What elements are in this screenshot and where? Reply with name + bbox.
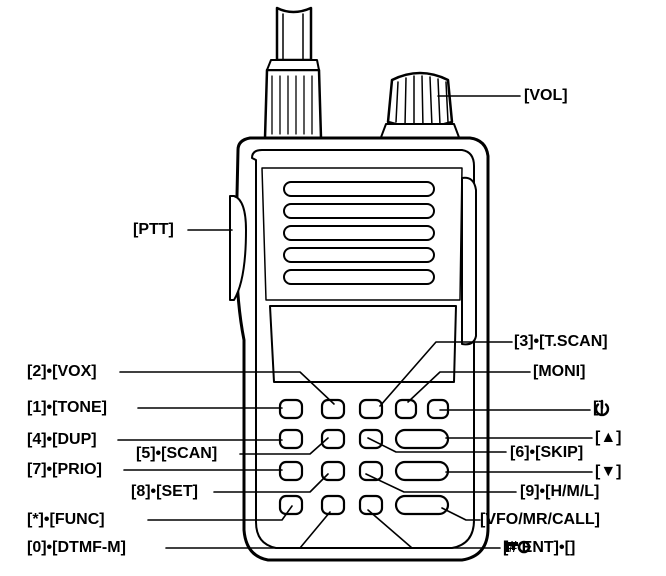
ent-label-suffix: ]	[569, 539, 576, 556]
antenna	[263, 6, 323, 140]
ptt-label: [PTT]	[133, 221, 174, 238]
radio-body	[229, 136, 490, 562]
func-label: [*]•[FUNC]	[27, 511, 105, 528]
tscan-label: [3]•[T.SCAN]	[514, 333, 608, 350]
scan-label: [5]•[SCAN]	[136, 445, 218, 462]
hml-label: [9]•[H/M/L]	[520, 483, 600, 500]
vol-label: [VOL]	[524, 87, 568, 104]
up-label: [▲]	[595, 429, 622, 446]
tone-label: [1]•[TONE]	[27, 399, 107, 416]
skip-label: [6]•[SKIP]	[510, 444, 584, 461]
volume-knob	[379, 71, 461, 141]
power-icon	[594, 399, 610, 417]
set-label: [8]•[SET]	[131, 483, 198, 500]
vox-label: [2]•[VOX]	[27, 363, 97, 380]
power-label: []	[593, 399, 610, 417]
key-lock-icon	[504, 540, 531, 554]
moni-label: [MONI]	[533, 363, 586, 380]
dup-label: [4]•[DUP]	[27, 431, 97, 448]
ent-label: [# ENT]•[]	[503, 539, 575, 557]
leader-lines	[117, 95, 593, 549]
down-label: [▼]	[595, 463, 622, 480]
vfo-label: [VFO/MR/CALL]	[480, 511, 600, 528]
prio-label: [7]•[PRIO]	[27, 461, 102, 478]
dtmf-label: [0]•[DTMF-M]	[27, 539, 126, 556]
